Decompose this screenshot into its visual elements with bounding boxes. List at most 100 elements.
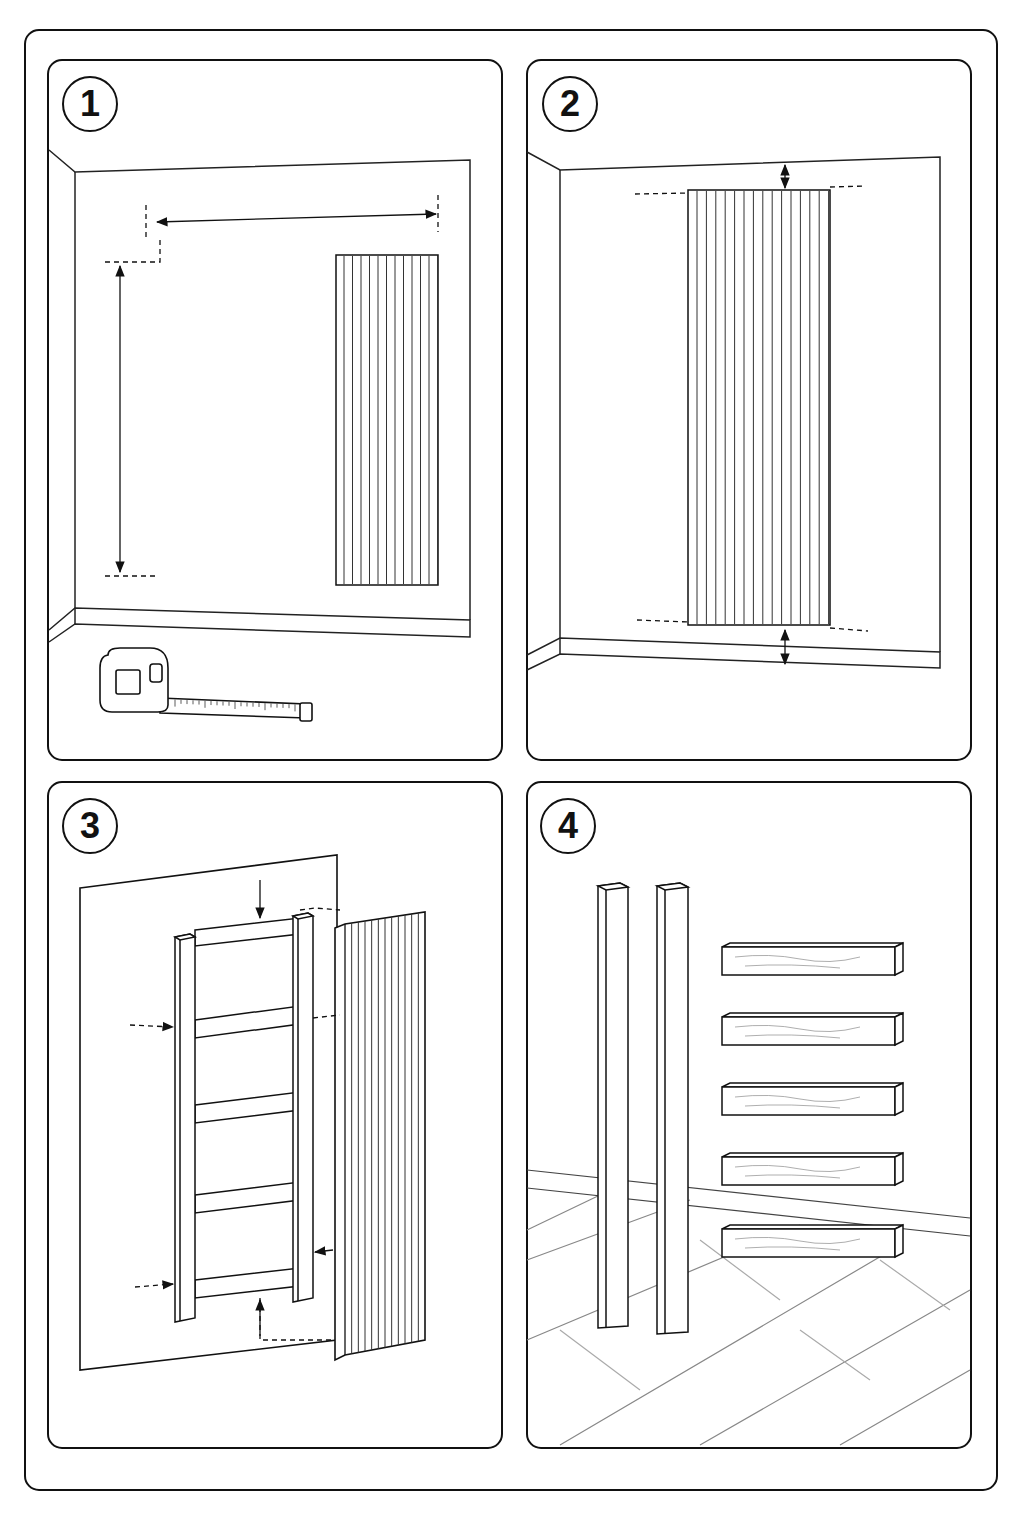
batten-top [293,913,313,919]
board-end [895,1013,903,1045]
step-number: 2 [542,76,598,132]
slat-groove [398,916,399,1345]
slat-groove [378,256,379,584]
slat-groove [725,191,726,624]
guide-line [260,908,340,1340]
tape-measure [100,648,312,721]
slat-groove [351,923,352,1354]
slat-groove [744,191,745,624]
rung [195,1092,300,1123]
tape-tick [289,704,290,708]
tape-tick [193,700,194,704]
slat-groove [405,915,406,1344]
slat-groove [762,191,763,624]
slat-groove [386,256,387,584]
wall-outline [49,150,470,642]
board-end [895,1153,903,1185]
height-arrow [119,266,120,572]
placement-arrow [259,1300,260,1336]
tape-tick [175,700,176,707]
tape-tick [265,703,266,710]
extension-line [146,195,438,240]
wood-grain [735,1095,860,1108]
slat-groove [800,191,801,624]
step-label: 2 [560,86,580,122]
tape-tick [241,702,242,706]
tape-tick [229,702,230,706]
board-edge [664,890,666,1334]
vertical-batten [175,934,195,1322]
tape-tick [187,700,188,704]
tape-tick [211,701,212,705]
slat-groove [753,191,754,624]
short-board [722,1157,895,1185]
dimensions [105,195,438,576]
panel-frame [48,782,502,1448]
width-arrow [157,214,436,222]
frames [25,30,997,1490]
batten-edge [179,940,181,1321]
tape-lock [150,664,162,682]
wood-grain [735,955,860,968]
wall-edge [527,152,940,652]
tape-tick [205,701,206,708]
baseboard-edge [74,608,76,624]
panel-frame [48,60,502,760]
slat-groove [809,191,810,624]
slat-groove [828,191,829,624]
slat-groove [358,922,359,1353]
board-end [657,883,688,890]
wall-corner [74,172,76,608]
slat-groove [781,191,782,624]
slat-groove [420,256,421,584]
slat-groove [391,917,392,1346]
slat-groove [361,256,362,584]
room-floor [527,1170,970,1445]
slat-panel [336,255,438,585]
slat-groove [429,256,430,584]
step-number: 4 [540,798,596,854]
slat-panel [335,912,425,1360]
slat-groove [697,191,698,624]
extension-line [635,186,868,631]
rung [195,918,300,946]
wall-outline [527,152,940,670]
short-boards [722,943,903,1257]
panel-frame [527,782,971,1448]
board-end [895,1225,903,1257]
batten-edge [297,919,299,1301]
step-label: 3 [80,808,100,844]
batten-frame [175,913,313,1322]
slat-groove [395,256,396,584]
placement-arrow [315,1250,333,1252]
wall-board [80,855,337,1370]
panel-edge [344,924,345,1355]
gap-arrow [784,165,785,188]
tape-tick [259,703,260,707]
long-board [657,883,688,1334]
wall-edge [49,150,470,620]
tape-tick [247,702,248,706]
slat-groove [412,256,413,584]
slat-lines [352,913,419,1354]
slat-groove [734,191,735,624]
short-board [722,1087,895,1115]
rung [195,1006,300,1038]
wood-grain [735,1165,860,1178]
dimensions [635,165,868,664]
tape-tick [223,702,224,706]
outer-frame [25,30,997,1490]
long-board [598,883,628,1328]
step-label: 4 [558,808,578,844]
board-end [598,883,628,890]
step-number: 1 [62,76,118,132]
slat-groove [385,918,386,1348]
rung [195,1268,300,1298]
placement-arrow [135,1284,173,1287]
slat-groove [706,191,707,624]
stud-boards [598,883,688,1334]
vertical-batten [293,913,313,1302]
tape-hook [300,703,312,721]
panel-frame [527,60,971,760]
placement-arrow [130,1025,173,1027]
